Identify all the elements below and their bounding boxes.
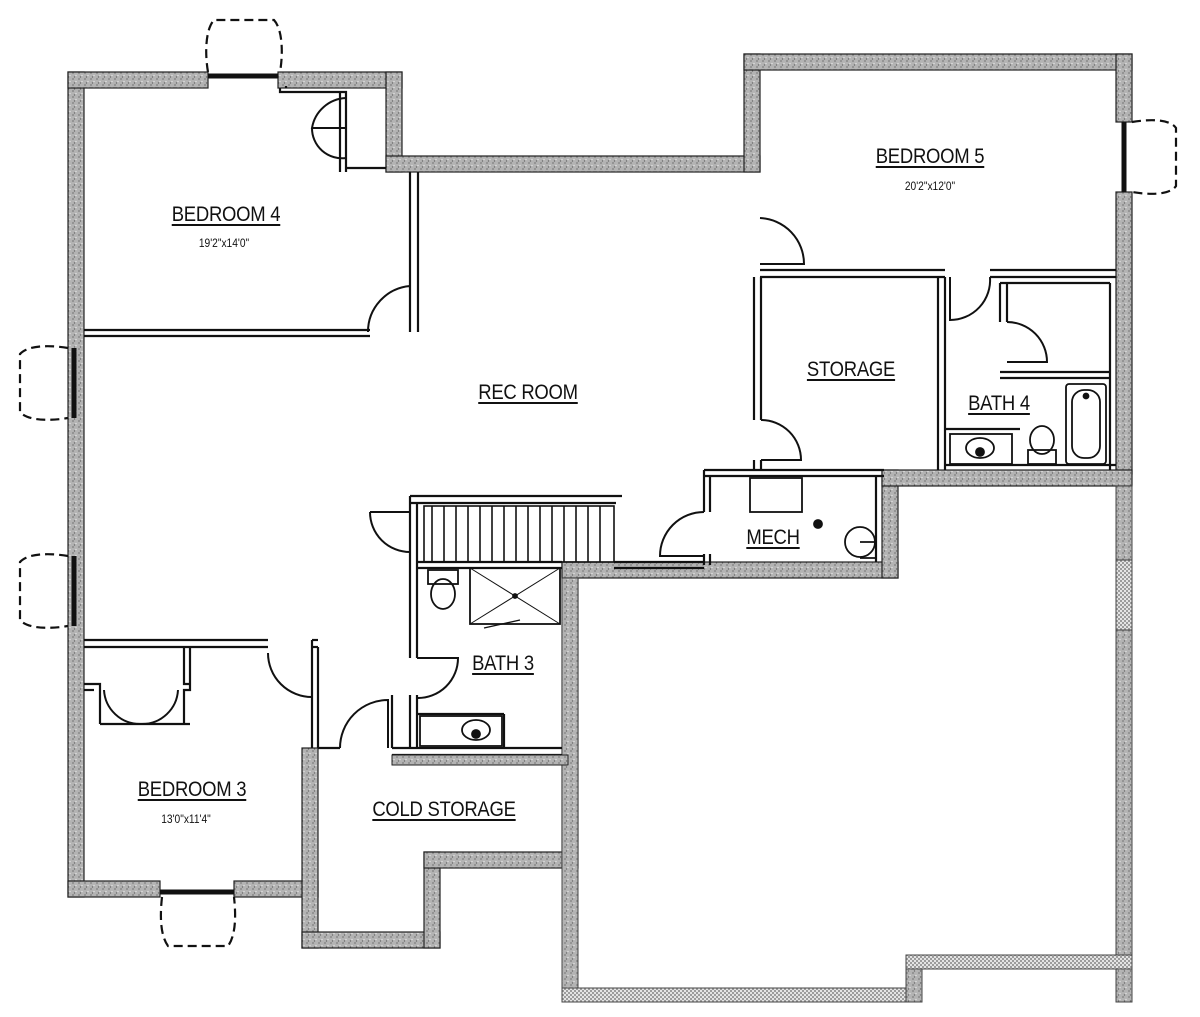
windows bbox=[18, 18, 1178, 948]
bedroom-3-label: BEDROOM 3 bbox=[137, 778, 247, 801]
interior-walls bbox=[84, 86, 1116, 766]
exterior-walls bbox=[67, 53, 1133, 949]
fixtures bbox=[419, 383, 1107, 747]
cold-storage-label: COLD STORAGE bbox=[372, 798, 516, 821]
storage-label: STORAGE bbox=[806, 358, 896, 381]
bedroom-5-label: BEDROOM 5 bbox=[875, 145, 985, 168]
bedroom-5-dimensions: 20'2"x12'0" bbox=[904, 179, 956, 193]
rec-room-label: REC ROOM bbox=[478, 381, 578, 404]
bedroom-3-dimensions: 13'0"x11'4" bbox=[161, 812, 211, 826]
doors bbox=[103, 97, 1049, 749]
bath-3-label: BATH 3 bbox=[472, 652, 534, 675]
bedroom-4-dimensions: 19'2"x14'0" bbox=[198, 236, 250, 250]
stairs bbox=[423, 505, 615, 563]
garage-walls bbox=[561, 485, 1133, 1003]
bedroom-4-label: BEDROOM 4 bbox=[171, 203, 281, 226]
mech-label: MECH bbox=[746, 526, 800, 549]
bath-4-label: BATH 4 bbox=[968, 392, 1030, 415]
